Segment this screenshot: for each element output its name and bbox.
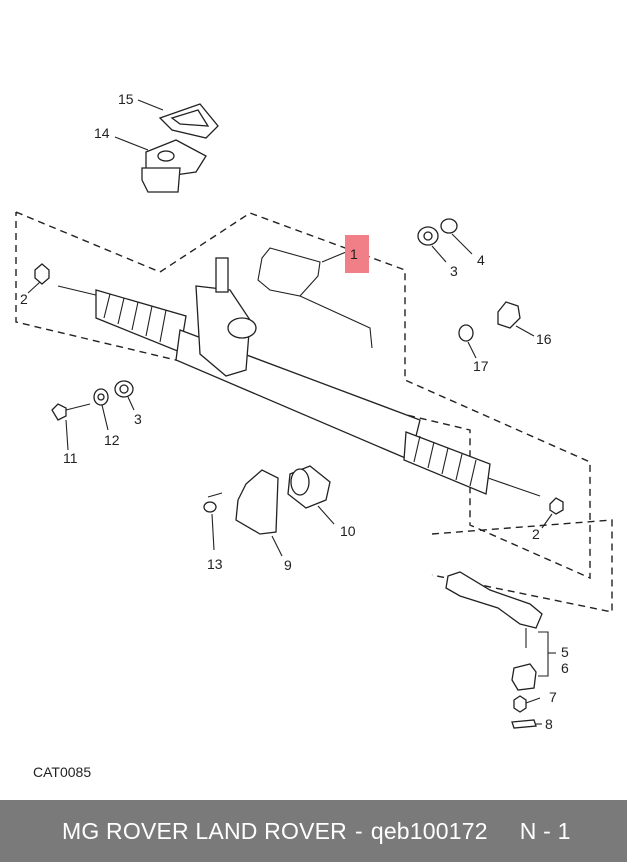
part-16-nut [497, 301, 535, 337]
part-1-steering-rack [57, 235, 541, 497]
steering-rack-exploded-diagram: 1 2 2 3 3 4 5 6 7 8 9 10 11 12 13 14 15 … [15, 91, 613, 732]
part-2-nut-left [27, 263, 50, 294]
tie-rod-end [445, 571, 556, 677]
callout-16: 16 [536, 331, 552, 347]
callout-13: 13 [207, 556, 223, 572]
part-13-bolt [203, 492, 223, 551]
callout-6: 6 [561, 660, 569, 676]
callout-11: 11 [63, 450, 78, 466]
part-6-boot [511, 663, 537, 691]
part-17-o-ring [458, 324, 477, 359]
part-7-nut [513, 695, 541, 713]
part-10-bush [287, 465, 335, 525]
part-1-highlight [345, 235, 369, 273]
footer-bar: MG ROVER LAND ROVER - qeb100172 N - 1 [0, 800, 627, 862]
part-4-bush-washer [440, 218, 473, 255]
callout-17: 17 [473, 358, 489, 374]
part-2-nut-right [541, 497, 564, 529]
part-15-mount-pad [137, 99, 219, 139]
part-8-split-pin [511, 719, 542, 729]
callout-14: 14 [94, 125, 110, 141]
part-9-clamp [235, 469, 283, 557]
callout-5: 5 [561, 644, 569, 660]
part-3-bush-lower [114, 380, 135, 411]
callout-2-right: 2 [532, 526, 540, 542]
callout-2-left: 2 [20, 291, 28, 307]
part-3-bush-upper [417, 226, 447, 263]
part-14-mount-bracket [114, 136, 207, 193]
footer-part-number: qeb100172 [370, 817, 488, 844]
callout-15: 15 [118, 91, 134, 107]
callout-3-lower: 3 [134, 411, 142, 427]
callout-4: 4 [477, 252, 485, 268]
callout-7: 7 [549, 689, 557, 705]
part-12-washer [93, 388, 109, 431]
callout-3-upper: 3 [450, 263, 458, 279]
tie-rod-end-outline [431, 519, 613, 613]
callout-8: 8 [545, 716, 553, 732]
footer-separator: - [354, 817, 363, 844]
footer-brand: MG ROVER LAND ROVER [62, 817, 347, 844]
catalog-code: CAT0085 [33, 764, 92, 780]
callout-9: 9 [284, 557, 292, 573]
callout-12: 12 [104, 432, 120, 448]
part-11-bolt [51, 403, 91, 451]
callout-1: 1 [350, 246, 358, 262]
callout-10: 10 [340, 523, 356, 539]
footer-position: N - 1 [519, 817, 571, 844]
